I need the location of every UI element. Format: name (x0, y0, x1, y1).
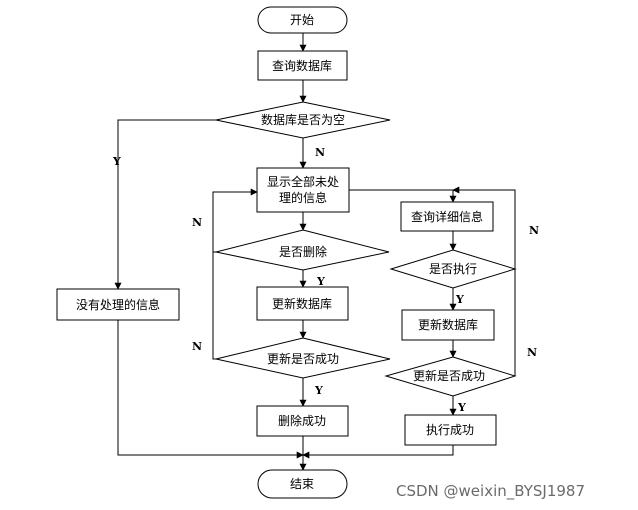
edge-noinfo-end (117, 320, 304, 459)
node-show-all-line1: 显示全部未处 (267, 174, 339, 189)
node-update-success-right: 更新是否成功 (384, 356, 517, 397)
node-is-execute: 是否执行 (389, 249, 517, 289)
node-end-label: 结束 (290, 477, 314, 491)
label-dbempty-no: N (315, 146, 325, 159)
label-dbempty-yes: Y (112, 155, 121, 168)
node-is-delete: 是否删除 (215, 229, 390, 271)
node-update-db-left: 更新数据库 (256, 286, 349, 321)
node-start: 开始 (257, 6, 348, 34)
label-updatesuccess-left-yes: Y (314, 384, 323, 397)
edges (114, 33, 516, 471)
node-no-info-label: 没有处理的信息 (76, 297, 160, 312)
node-db-empty-label: 数据库是否为空 (261, 112, 345, 127)
label-updatesuccess-right-yes: Y (457, 401, 466, 414)
edge-dbempty-yes (114, 119, 216, 290)
node-is-execute-label: 是否执行 (429, 262, 477, 276)
label-updatesuccess-left-no: N (192, 340, 202, 353)
label-isdelete-no: N (192, 216, 202, 229)
node-update-db-right-label: 更新数据库 (418, 317, 478, 332)
node-show-all: 显示全部未处 理的信息 (256, 167, 350, 213)
node-update-db-left-label: 更新数据库 (272, 296, 332, 311)
edge-isdelete-no (212, 188, 258, 253)
label-updatesuccess-right-no: N (527, 346, 537, 359)
node-query-db-label: 查询数据库 (272, 58, 332, 73)
edge-executesuccess-end (302, 445, 454, 459)
edge-labels: Y N N Y N Y N Y N Y (112, 146, 539, 414)
node-end: 结束 (257, 469, 348, 499)
label-isdelete-yes: Y (316, 275, 325, 288)
edge-updatesuccess-no-left (212, 252, 216, 360)
label-isexecute-yes: Y (455, 293, 464, 306)
label-isexecute-no: N (529, 224, 539, 237)
node-db-empty: 数据库是否为空 (215, 101, 391, 139)
node-query-detail: 查询详细信息 (400, 201, 494, 232)
node-delete-success-label: 删除成功 (278, 413, 326, 428)
node-update-db-right: 更新数据库 (401, 309, 495, 341)
node-no-info: 没有处理的信息 (56, 288, 180, 321)
node-query-db: 查询数据库 (257, 50, 348, 81)
edge-show-querydetail (349, 189, 457, 203)
node-delete-success: 删除成功 (256, 405, 349, 437)
node-query-detail-label: 查询详细信息 (411, 209, 483, 224)
edge-isexecute-no (452, 186, 516, 269)
node-execute-success: 执行成功 (404, 414, 497, 446)
node-execute-success-label: 执行成功 (426, 423, 474, 437)
watermark: CSDN @weixin_BYSJ1987 (396, 482, 585, 501)
node-update-success-left: 更新是否成功 (215, 337, 391, 379)
node-update-success-right-label: 更新是否成功 (413, 368, 485, 383)
node-update-success-left-label: 更新是否成功 (267, 351, 339, 366)
node-start-label: 开始 (290, 13, 314, 27)
node-is-delete-label: 是否删除 (279, 244, 327, 259)
node-show-all-line2: 理的信息 (279, 190, 327, 205)
